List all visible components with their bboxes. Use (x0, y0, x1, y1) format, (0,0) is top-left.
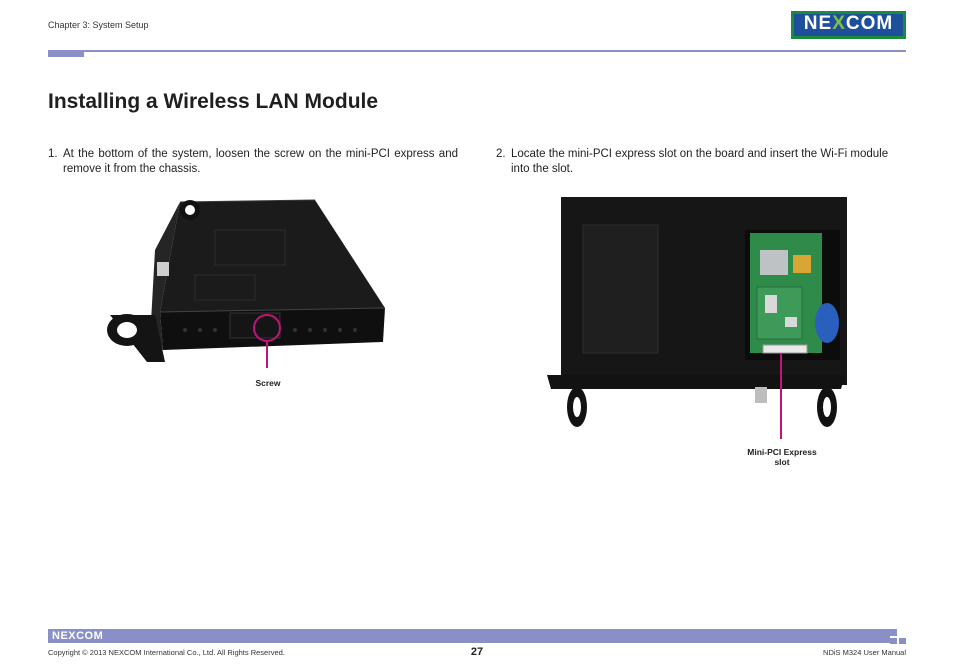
footer-square-icon (899, 638, 906, 644)
page-number: 27 (470, 646, 484, 658)
mini-pci-slot-caption-line1: Mini-PCI Express (747, 447, 817, 457)
mini-pci-slot-caption: Mini-PCI Express slot (737, 447, 827, 467)
nexcom-logo: NEXCOM (791, 11, 906, 39)
step-1-number: 1. (48, 148, 58, 160)
step-1-text: At the bottom of the system, loosen the … (63, 148, 458, 175)
chapter-label: Chapter 3: System Setup (48, 20, 149, 30)
chassis-bottom-image (107, 199, 386, 368)
mini-pci-slot-caption-line2: slot (774, 457, 790, 467)
footer-nexcom-logo: NEXCOM (52, 630, 104, 642)
open-chassis-image (547, 197, 847, 439)
step-2-number: 2. (496, 148, 506, 160)
step-2: 2. Locate the mini-PCI express slot on t… (496, 147, 906, 177)
manual-name: NDiS M324 User Manual (823, 648, 906, 657)
header-accent-block (48, 50, 84, 57)
page-title: Installing a Wireless LAN Module (48, 90, 379, 113)
header-rule (48, 50, 906, 52)
footer-bar (48, 629, 890, 643)
footer-square-icon (890, 638, 897, 644)
step-2-text: Locate the mini-PCI express slot on the … (511, 148, 889, 175)
copyright-text: Copyright © 2013 NEXCOM International Co… (48, 648, 285, 657)
footer-square-icon (890, 629, 897, 636)
screw-caption: Screw (255, 378, 281, 388)
step-1: 1. At the bottom of the system, loosen t… (48, 147, 458, 177)
